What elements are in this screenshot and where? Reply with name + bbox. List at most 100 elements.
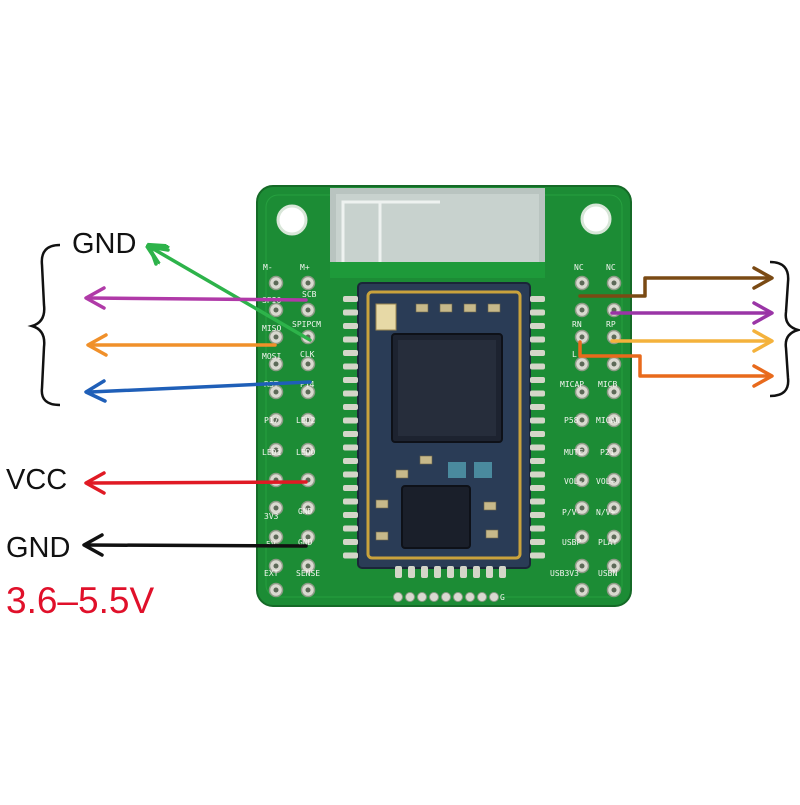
arrowhead-black bbox=[82, 533, 104, 557]
castellation bbox=[343, 309, 358, 316]
castellation bbox=[530, 404, 545, 410]
flash-chip bbox=[401, 485, 471, 549]
castellation bbox=[343, 552, 358, 559]
pin-label: CLK bbox=[300, 350, 315, 359]
castellation bbox=[343, 444, 358, 451]
castellation bbox=[421, 566, 428, 578]
pin-label: MOSI bbox=[262, 352, 281, 361]
arrowhead-orange-right bbox=[752, 364, 774, 388]
pin-label: P58 bbox=[564, 416, 579, 425]
pad-hole bbox=[579, 447, 585, 453]
pin-label: LED1 bbox=[262, 448, 281, 457]
board-pad bbox=[405, 592, 415, 602]
pad-hole bbox=[273, 280, 279, 286]
arrowhead-purple-right bbox=[752, 301, 774, 325]
pad-hole bbox=[611, 534, 617, 540]
smd-part bbox=[463, 303, 477, 313]
pad-hole bbox=[579, 280, 585, 286]
pad-hole bbox=[273, 389, 279, 395]
pad-hole bbox=[273, 307, 279, 313]
board-pad bbox=[489, 592, 499, 602]
castellation bbox=[343, 350, 358, 356]
castellation bbox=[530, 485, 545, 491]
vcc-label: VCC bbox=[6, 464, 68, 496]
smd-part bbox=[375, 531, 389, 541]
bluetooth-module bbox=[357, 282, 531, 569]
castellation bbox=[343, 363, 358, 370]
pin-label: 3V3 bbox=[264, 512, 279, 521]
smd-part bbox=[485, 529, 499, 539]
pad-hole bbox=[273, 587, 279, 593]
smd-part bbox=[419, 455, 433, 465]
smd-part bbox=[395, 469, 409, 479]
pin-label-g: G bbox=[500, 593, 505, 602]
pin-label: MICAN bbox=[596, 416, 620, 425]
pad-hole bbox=[611, 389, 617, 395]
pad-hole bbox=[273, 447, 279, 453]
gnd-label-bottom: GND bbox=[6, 532, 71, 564]
wires bbox=[82, 247, 774, 557]
pad-hole bbox=[273, 563, 279, 569]
pad-hole bbox=[305, 389, 311, 395]
castellation bbox=[434, 566, 441, 578]
castellation bbox=[343, 323, 358, 329]
board-pads bbox=[268, 275, 622, 602]
castellation bbox=[408, 566, 415, 578]
castellation bbox=[530, 417, 545, 424]
pad-hole bbox=[305, 563, 311, 569]
board-pad bbox=[393, 592, 403, 602]
mount-hole bbox=[276, 204, 308, 236]
pad-hole bbox=[273, 334, 279, 340]
pin-label: LED0 bbox=[296, 448, 315, 457]
pad-hole bbox=[305, 307, 311, 313]
pin-label: VOL+ bbox=[596, 477, 615, 486]
pad-hole bbox=[579, 563, 585, 569]
castellation bbox=[530, 471, 545, 478]
castellation bbox=[530, 552, 545, 559]
board-pad bbox=[453, 592, 463, 602]
castellation bbox=[343, 390, 358, 397]
castellation bbox=[530, 512, 545, 518]
pad-hole bbox=[579, 587, 585, 593]
mount-hole bbox=[580, 203, 612, 235]
antenna bbox=[330, 188, 545, 278]
castellation bbox=[530, 296, 545, 302]
board-pad bbox=[465, 592, 475, 602]
pin-label: EXT bbox=[264, 569, 279, 578]
pad-hole bbox=[579, 361, 585, 367]
pad-hole bbox=[611, 417, 617, 423]
board-pad bbox=[417, 592, 427, 602]
pad-hole bbox=[611, 334, 617, 340]
pin-label: RN bbox=[572, 320, 582, 329]
module-castellations bbox=[343, 296, 545, 578]
pad-hole bbox=[273, 505, 279, 511]
castellation bbox=[530, 498, 545, 505]
castellation bbox=[343, 336, 358, 343]
wire-purple-left bbox=[86, 296, 308, 302]
castellation bbox=[530, 350, 545, 356]
arrowhead-purple-left bbox=[84, 286, 106, 310]
castellation bbox=[499, 566, 506, 578]
castellation bbox=[530, 336, 545, 343]
pad-hole bbox=[273, 417, 279, 423]
castellation bbox=[530, 525, 545, 532]
pad-hole bbox=[579, 334, 585, 340]
pad-hole bbox=[305, 505, 311, 511]
pin-label: GND bbox=[298, 507, 313, 516]
pad-hole bbox=[579, 505, 585, 511]
smd-part bbox=[439, 303, 453, 313]
castellation bbox=[530, 539, 545, 545]
pin-label: P17 bbox=[264, 416, 279, 425]
castellation bbox=[460, 566, 467, 578]
pin-label: USB3V3 bbox=[550, 569, 579, 578]
pin-label-nc: NC bbox=[606, 263, 616, 272]
pad-hole bbox=[611, 361, 617, 367]
wire-vcc-red bbox=[86, 480, 308, 485]
pad-hole bbox=[305, 361, 311, 367]
castellation bbox=[343, 512, 358, 518]
pin-label: P21 bbox=[600, 448, 615, 457]
castellation bbox=[447, 566, 454, 578]
pin-label: P/V- bbox=[562, 508, 581, 517]
wire-gnd-green bbox=[150, 247, 312, 342]
pin-label: VOL- bbox=[564, 477, 583, 486]
